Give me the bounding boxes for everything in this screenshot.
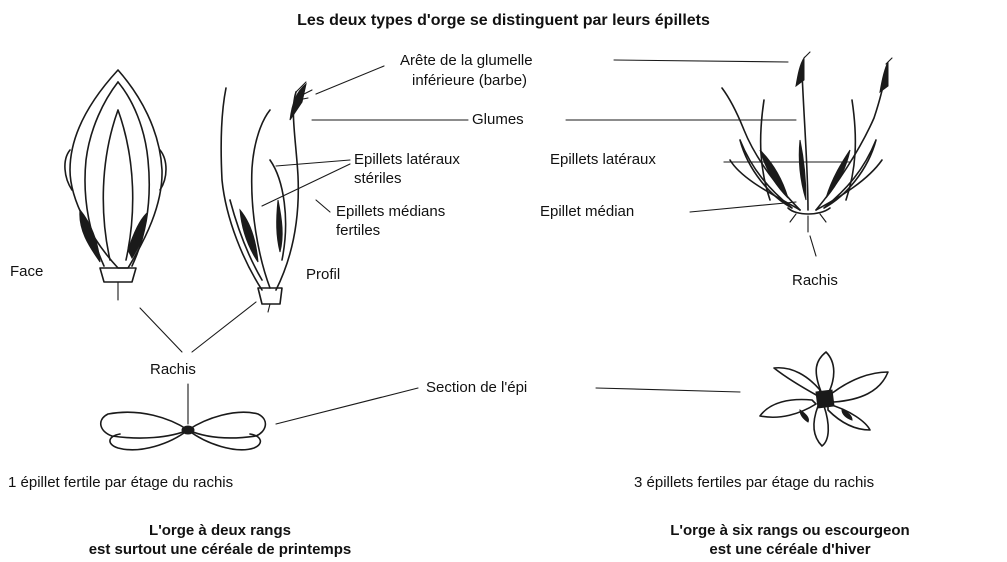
label-median-right: Epillet médian (540, 203, 634, 221)
label-median-fertile-line2: fertiles (336, 222, 380, 240)
section-two-row-drawing (101, 412, 266, 450)
summary-two-row-line2: est surtout une céréale de printemps (0, 541, 440, 559)
label-arete-line1: Arête de la glumelle (400, 52, 533, 70)
label-rachis-left: Rachis (150, 361, 196, 379)
label-face: Face (10, 263, 43, 281)
label-arete-line2: inférieure (barbe) (412, 72, 527, 90)
spikelet-cluster-drawing (722, 52, 892, 232)
label-lateral-sterile-line2: stériles (354, 170, 402, 188)
label-lateral-right: Epillets latéraux (550, 151, 656, 169)
spikelet-profile-drawing (221, 82, 312, 312)
caption-two-row: 1 épillet fertile par étage du rachis (8, 474, 233, 492)
caption-six-row: 3 épillets fertiles par étage du rachis (634, 474, 874, 492)
summary-two-row-line1: L'orge à deux rangs (0, 522, 440, 540)
label-rachis-right: Rachis (792, 272, 838, 290)
label-lateral-sterile-line1: Epillets latéraux (354, 151, 460, 169)
diagram-title: Les deux types d'orge se distinguent par… (0, 12, 1007, 30)
label-glumes: Glumes (472, 111, 524, 129)
section-six-row-drawing (760, 352, 888, 446)
label-section: Section de l'épi (426, 379, 527, 397)
spikelet-face-drawing (65, 70, 166, 300)
summary-six-row-line1: L'orge à six rangs ou escourgeon (580, 522, 1000, 540)
label-median-fertile-line1: Epillets médians (336, 203, 445, 221)
label-profil: Profil (306, 266, 340, 284)
summary-six-row-line2: est une céréale d'hiver (580, 541, 1000, 559)
